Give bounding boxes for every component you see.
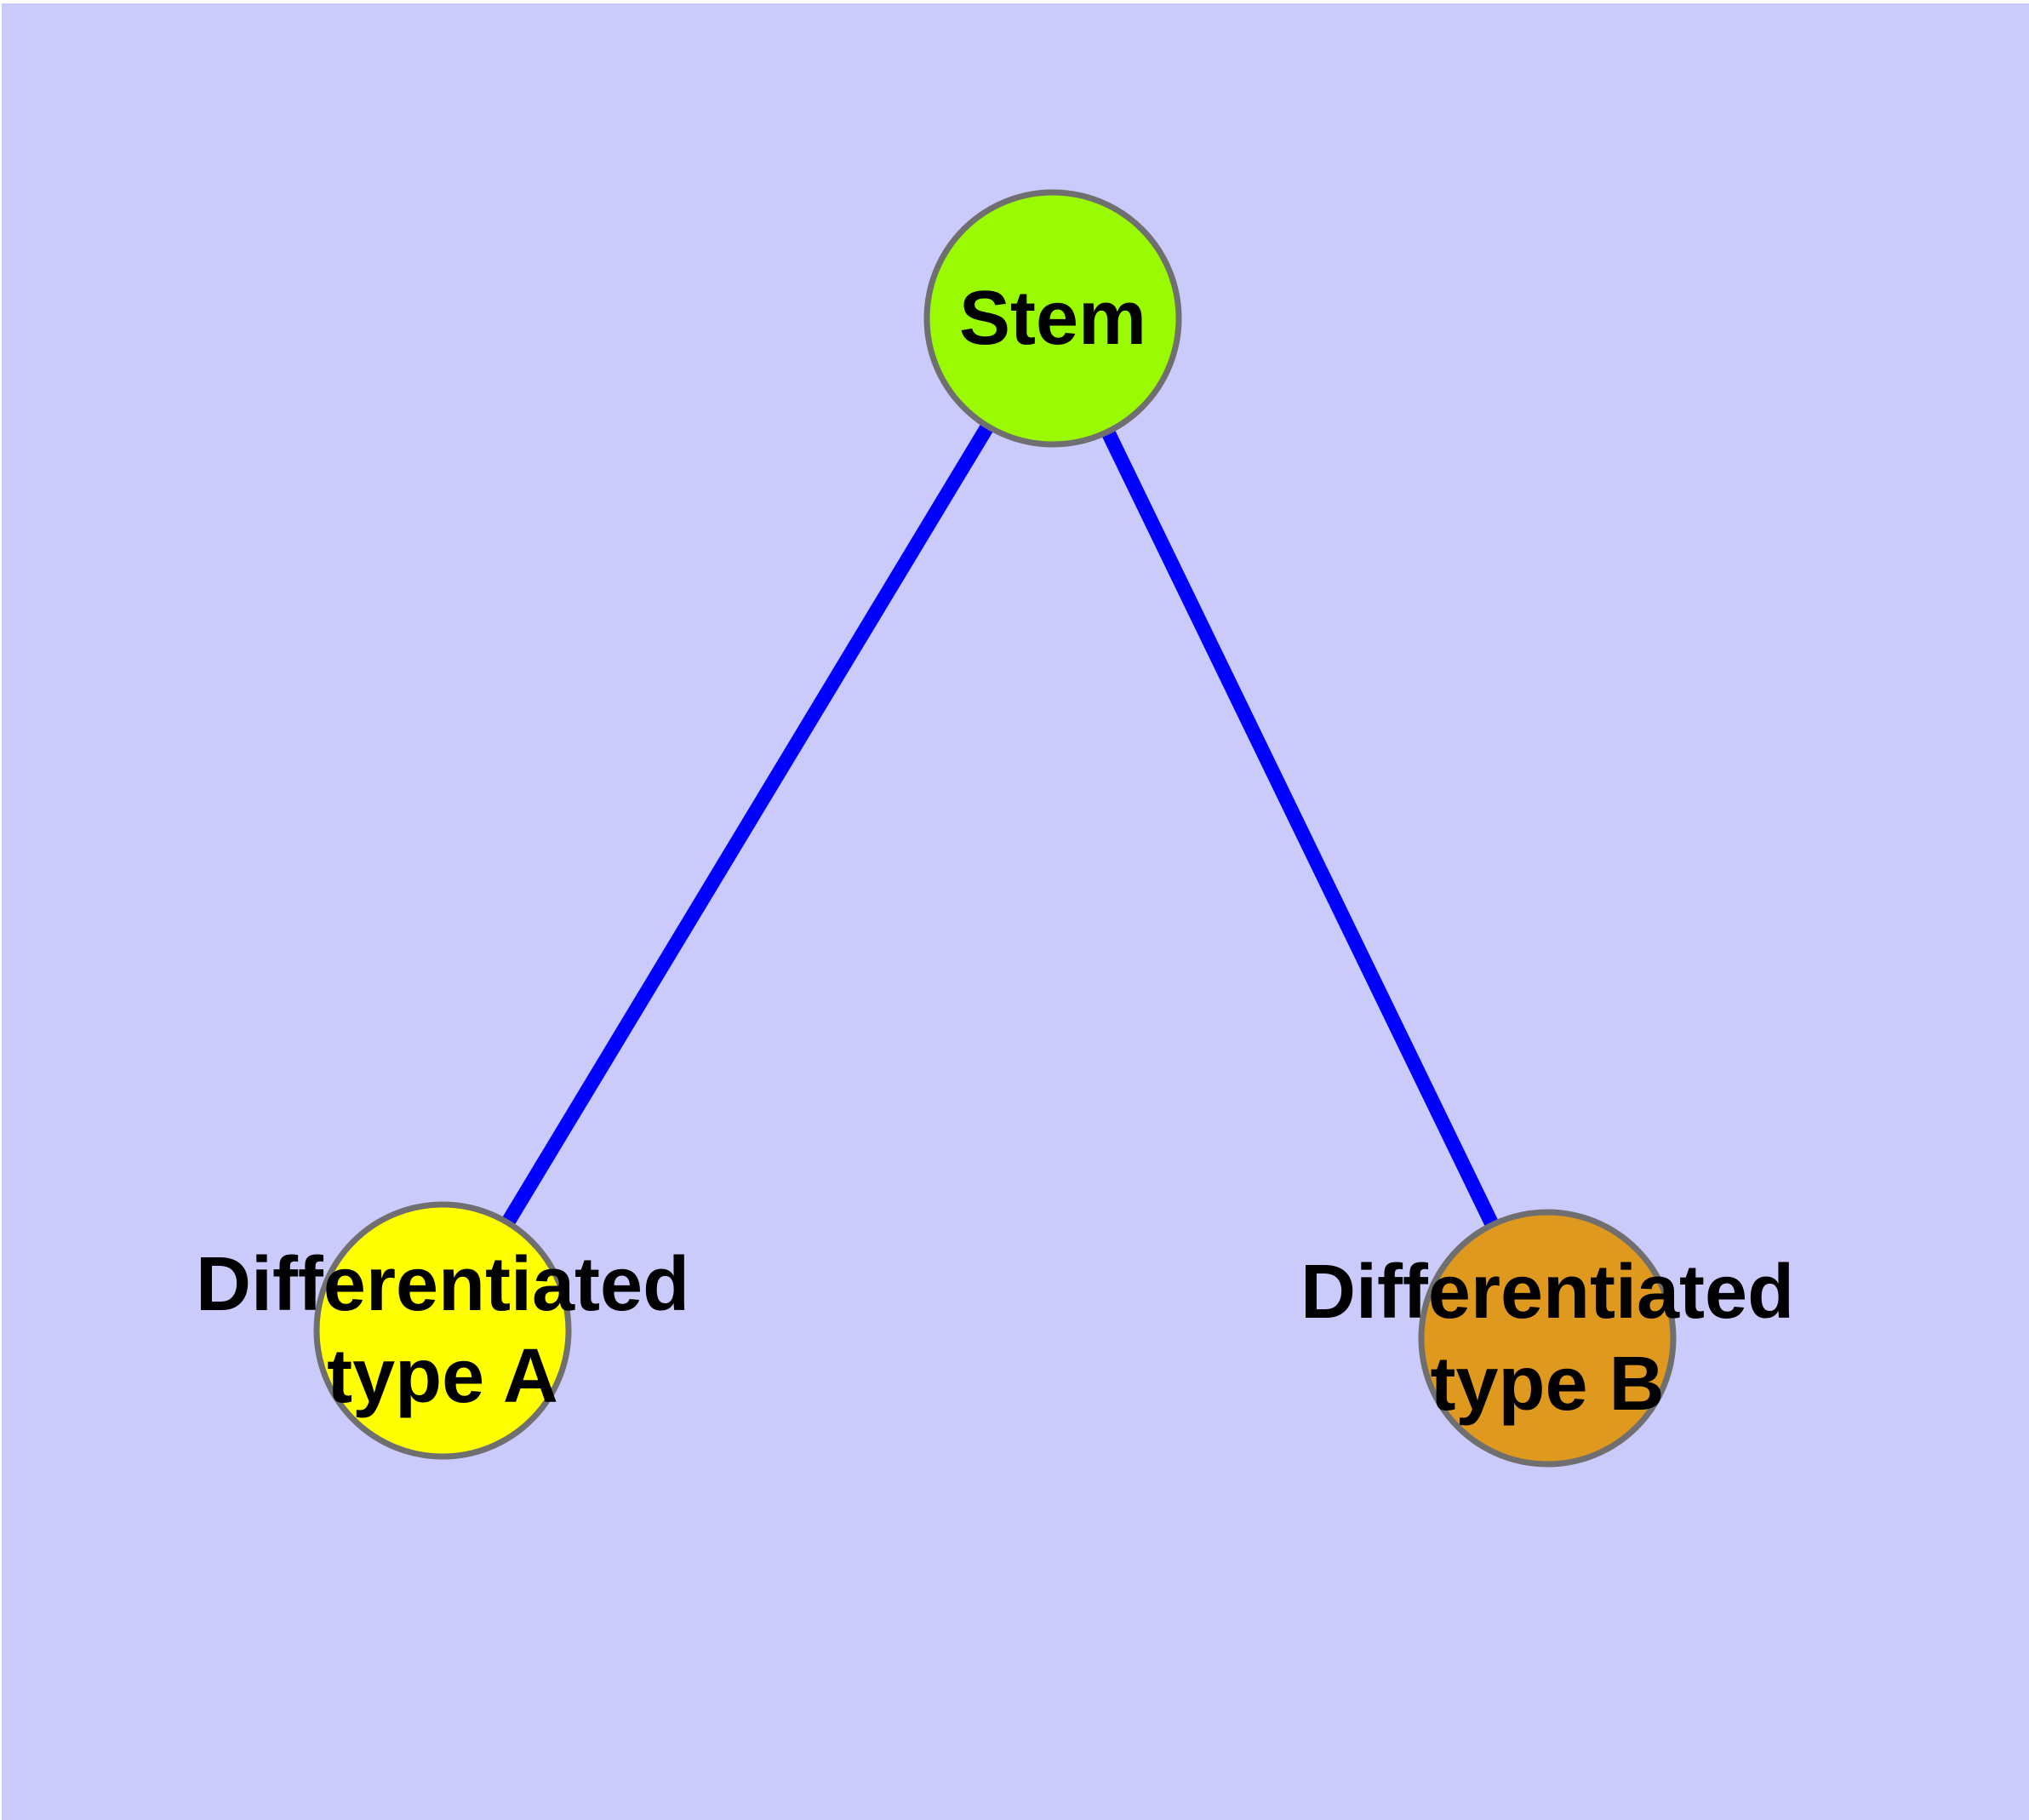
node-label-line: type B <box>1430 1342 1665 1427</box>
node-circle-diff-a <box>313 1201 572 1460</box>
node-label-differentiated-type-a: Differentiated type A <box>196 1239 689 1422</box>
node-label-line: Differentiated <box>1300 1250 1795 1335</box>
node-label-stem: Stem <box>959 272 1146 364</box>
node-circle-diff-b <box>1418 1209 1677 1468</box>
node-label-line: type A <box>327 1334 558 1419</box>
node-label-line: Stem <box>958 276 1147 361</box>
node-label-differentiated-type-b: Differentiated type B <box>1300 1246 1794 1430</box>
node-circle-stem <box>923 189 1182 448</box>
node-label-line: Differentiated <box>195 1242 690 1327</box>
edge-stem-diff-b <box>1046 315 1554 1342</box>
edge-stem-diff-a <box>436 314 1060 1335</box>
